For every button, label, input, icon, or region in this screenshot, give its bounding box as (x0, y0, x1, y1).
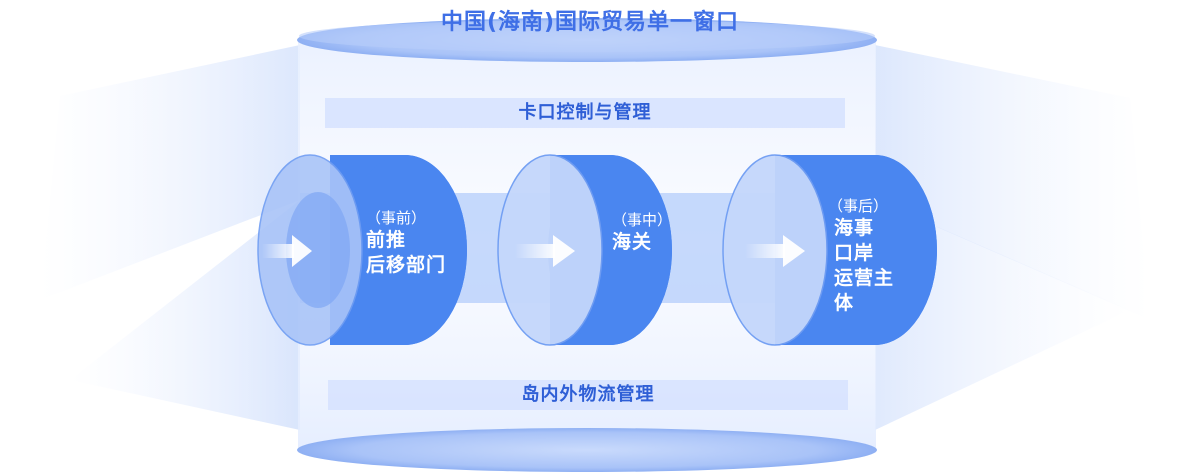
stage-tag: （事中） (612, 211, 673, 229)
page-title: 中国(海南)国际贸易单一窗口 (440, 10, 740, 35)
stage-3-text: （事后） 海事 口岸 运营主 体 (828, 196, 894, 316)
arrow-icon (745, 235, 805, 267)
stage-2-cylinder (497, 154, 672, 346)
stage-tag: （事前） (366, 209, 427, 227)
outer-cylinder-bottom-disc (297, 428, 877, 472)
stage-1-text: （事前） 前推 后移部门 (366, 208, 446, 278)
stage-line: 体 (834, 292, 855, 314)
right-lower-fan (875, 200, 1130, 430)
arrow-icon (515, 235, 575, 267)
stage-line: 口岸 (834, 242, 875, 264)
top-bar-label: 卡口控制与管理 (325, 98, 845, 128)
bottom-bar-label: 岛内外物流管理 (328, 380, 848, 410)
stage-line: 海关 (612, 231, 653, 253)
stage-line: 运营主 (834, 267, 895, 289)
stage-3-cylinder (722, 154, 937, 346)
stage-line: 海事 (834, 217, 875, 239)
arrow-icon (262, 235, 312, 267)
stage-tag: （事后） (828, 197, 889, 215)
stage-2-text: （事中） 海关 (612, 210, 672, 255)
right-light-fan (875, 45, 1150, 320)
stage-line: 前推 (366, 229, 407, 251)
left-light-fan (40, 45, 300, 300)
stage-1-cylinder (257, 154, 467, 346)
left-lower-fan (70, 200, 300, 430)
stage-line: 后移部门 (366, 254, 447, 276)
